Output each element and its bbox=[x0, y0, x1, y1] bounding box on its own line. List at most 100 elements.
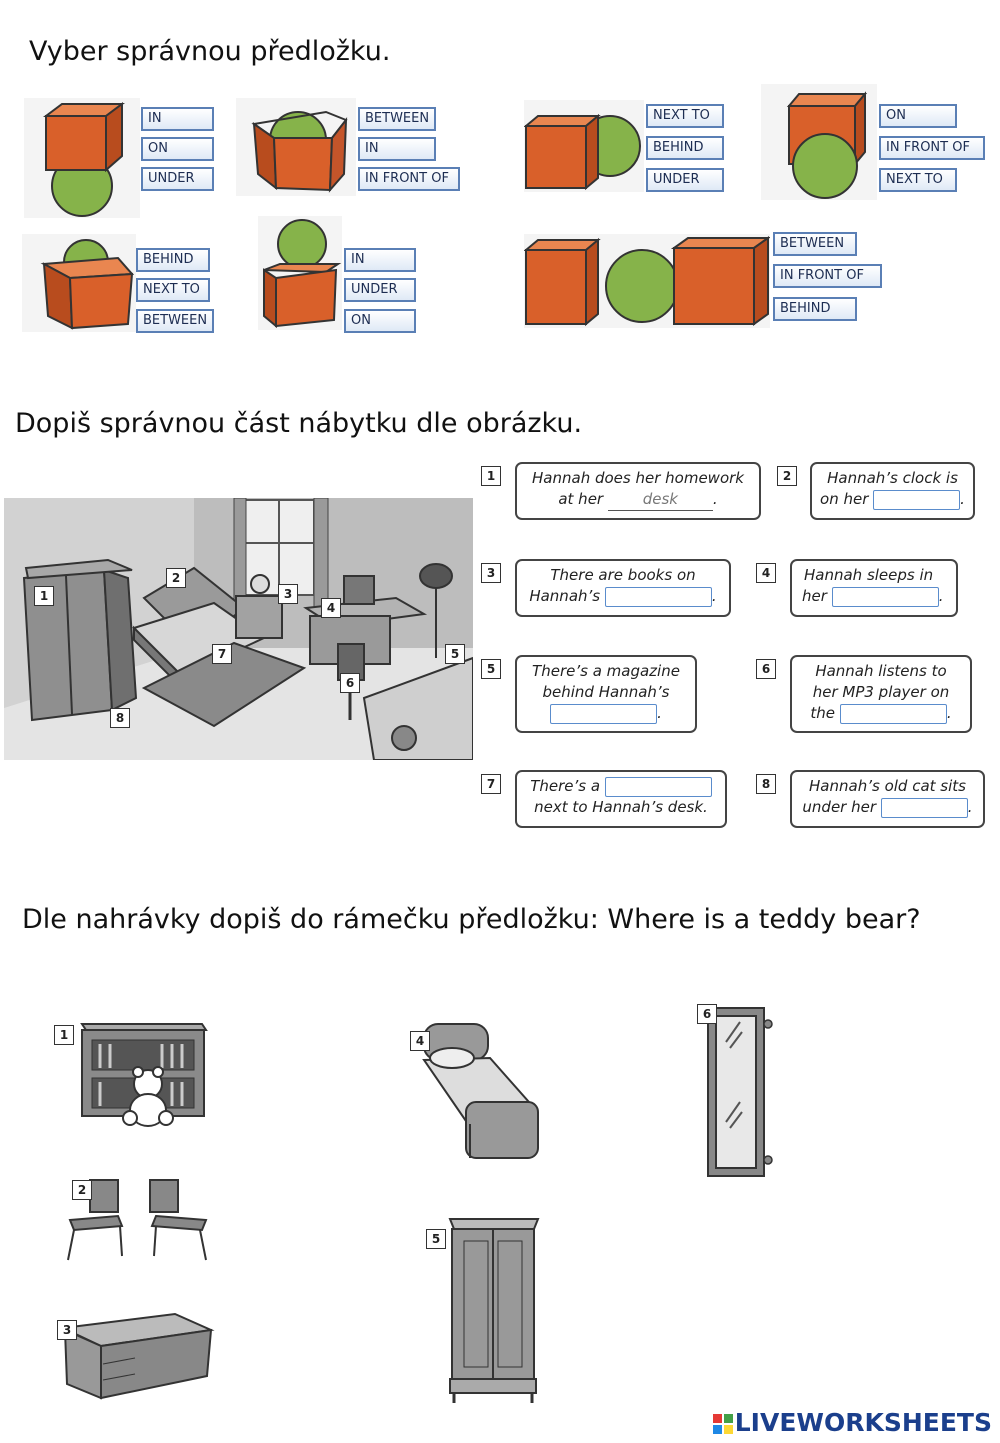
sentence-3-period: . bbox=[711, 587, 717, 605]
option-behind[interactable]: BEHIND bbox=[646, 136, 724, 160]
speech-bubble-1: Hannah does her homework at her desk. bbox=[515, 462, 761, 520]
answer-input-4[interactable] bbox=[831, 586, 939, 607]
sentence-3-line1: There are books on bbox=[550, 566, 696, 584]
option-under[interactable]: UNDER bbox=[141, 167, 214, 191]
sentence-8-line2a: under her bbox=[802, 798, 877, 816]
logo-text: LIVEWORKSHEETS bbox=[734, 1408, 992, 1437]
answer-input-5[interactable] bbox=[550, 703, 658, 724]
item-label-2: 2 bbox=[72, 1180, 92, 1200]
item-label-5: 5 bbox=[426, 1229, 446, 1249]
room-label-4: 4 bbox=[321, 598, 341, 618]
sentence-1-line2a: at her bbox=[558, 490, 604, 508]
furniture-desk bbox=[55, 1310, 215, 1402]
sentence-5-line1: There’s a magazine bbox=[532, 662, 680, 680]
bookcase-teddy-illustration bbox=[80, 1023, 208, 1127]
example-answer-desk: desk bbox=[607, 489, 713, 511]
bed-illustration bbox=[422, 1023, 539, 1159]
room-label-1: 1 bbox=[34, 586, 54, 606]
ball-between-cubes-illustration bbox=[523, 236, 772, 327]
sentence-1-line1: Hannah does her homework bbox=[532, 469, 744, 487]
option-behind[interactable]: BEHIND bbox=[773, 297, 857, 321]
liveworksheets-logo: LIVEWORKSHEETS bbox=[712, 1408, 992, 1437]
answer-input-6[interactable] bbox=[839, 703, 947, 724]
bedroom-illustration: 1 2 3 4 5 6 7 8 bbox=[4, 498, 473, 760]
speech-bubble-4: Hannah sleeps in her . bbox=[790, 559, 958, 617]
furniture-wardrobe bbox=[420, 1215, 544, 1407]
scene-ball-in-front-of-cube bbox=[761, 84, 877, 200]
answer-input-7[interactable] bbox=[604, 776, 712, 797]
option-under[interactable]: UNDER bbox=[344, 278, 416, 302]
chairs-illustration bbox=[67, 1179, 208, 1261]
sentence-5-period: . bbox=[657, 704, 662, 722]
speech-bubble-7: There’s a next to Hannah’s desk. bbox=[515, 770, 727, 828]
scene-ball-behind-cube bbox=[22, 234, 136, 332]
speech-bubble-5: There’s a magazine behind Hannah’s . bbox=[515, 655, 697, 733]
option-in-front-of[interactable]: IN FRONT OF bbox=[879, 136, 985, 160]
option-in[interactable]: IN bbox=[141, 107, 214, 131]
sentence-1-period: . bbox=[712, 490, 718, 508]
option-on[interactable]: ON bbox=[141, 137, 214, 161]
speech-bubble-6: Hannah listens to her MP3 player on the … bbox=[790, 655, 972, 733]
answer-input-3[interactable] bbox=[604, 586, 712, 607]
furniture-mirror bbox=[696, 1002, 776, 1182]
bedroom-drawing bbox=[4, 498, 473, 760]
sentence-number-5: 5 bbox=[481, 659, 501, 679]
option-between[interactable]: BETWEEN bbox=[773, 232, 857, 256]
sentence-2-period: . bbox=[960, 490, 965, 508]
furniture-bed bbox=[408, 1020, 540, 1162]
sentence-4-period: . bbox=[938, 587, 944, 605]
option-on[interactable]: ON bbox=[879, 104, 957, 128]
logo-squares-icon bbox=[712, 1414, 733, 1434]
room-label-2: 2 bbox=[166, 568, 186, 588]
sentence-number-8: 8 bbox=[756, 774, 776, 794]
answer-input-8[interactable] bbox=[880, 797, 968, 818]
option-between[interactable]: BETWEEN bbox=[136, 309, 214, 333]
option-in-front-of[interactable]: IN FRONT OF bbox=[773, 264, 882, 288]
item-label-6: 6 bbox=[697, 1004, 717, 1024]
sentence-6-line2: her MP3 player on bbox=[812, 683, 950, 701]
desk-illustration bbox=[59, 1312, 215, 1400]
option-between[interactable]: BETWEEN bbox=[358, 107, 436, 131]
sentence-7-line2: next to Hannah’s desk. bbox=[534, 798, 708, 816]
option-next-to[interactable]: NEXT TO bbox=[646, 104, 724, 128]
option-on[interactable]: ON bbox=[344, 309, 416, 333]
ball-in-cube-illustration bbox=[251, 110, 348, 193]
answer-input-2[interactable] bbox=[873, 489, 961, 510]
sentence-4-line2a: her bbox=[802, 587, 827, 605]
furniture-bookcase bbox=[52, 1022, 212, 1132]
option-in[interactable]: IN bbox=[358, 137, 436, 161]
section2-title: Dopiš správnou část nábytku dle obrázku. bbox=[15, 408, 583, 439]
section1-title: Vyber správnou předložku. bbox=[29, 36, 391, 67]
ball-in-front-of-cube-illustration bbox=[786, 91, 868, 199]
option-next-to[interactable]: NEXT TO bbox=[879, 168, 957, 192]
item-label-4: 4 bbox=[410, 1031, 430, 1051]
cube-next-to-ball-illustration bbox=[523, 113, 641, 191]
option-under[interactable]: UNDER bbox=[646, 168, 724, 192]
sentence-3-line2a: Hannah’s bbox=[529, 587, 601, 605]
sentence-number-4: 4 bbox=[756, 563, 776, 583]
speech-bubble-3: There are books on Hannah’s . bbox=[515, 559, 731, 617]
sentence-2-line2a: on her bbox=[820, 490, 869, 508]
scene-ball-in-cube bbox=[236, 98, 356, 196]
sentence-6-period: . bbox=[946, 704, 952, 722]
section3-title: Dle nahrávky dopiš do rámečku předložku:… bbox=[22, 904, 921, 935]
sentence-number-2: 2 bbox=[777, 466, 797, 486]
sentence-number-6: 6 bbox=[756, 659, 776, 679]
sentence-6-line3a: the bbox=[810, 704, 836, 722]
option-behind[interactable]: BEHIND bbox=[136, 248, 210, 272]
sentence-6-line1: Hannah listens to bbox=[815, 662, 947, 680]
ball-on-cube-illustration bbox=[263, 219, 342, 329]
cube-ball-illustration bbox=[43, 102, 125, 217]
sentence-5-line2: behind Hannah’s bbox=[542, 683, 670, 701]
sentence-2-line1: Hannah’s clock is bbox=[827, 469, 958, 487]
scene-cube-on-ball bbox=[24, 98, 140, 218]
option-in-front-of[interactable]: IN FRONT OF bbox=[358, 167, 460, 191]
scene-ball-on-cube bbox=[258, 216, 342, 330]
item-label-1: 1 bbox=[54, 1025, 74, 1045]
sentence-number-3: 3 bbox=[481, 563, 501, 583]
room-label-6: 6 bbox=[340, 673, 360, 693]
sentence-4-line1: Hannah sleeps in bbox=[804, 566, 934, 584]
option-in[interactable]: IN bbox=[344, 248, 416, 272]
sentence-number-7: 7 bbox=[481, 774, 501, 794]
option-next-to[interactable]: NEXT TO bbox=[136, 278, 210, 302]
